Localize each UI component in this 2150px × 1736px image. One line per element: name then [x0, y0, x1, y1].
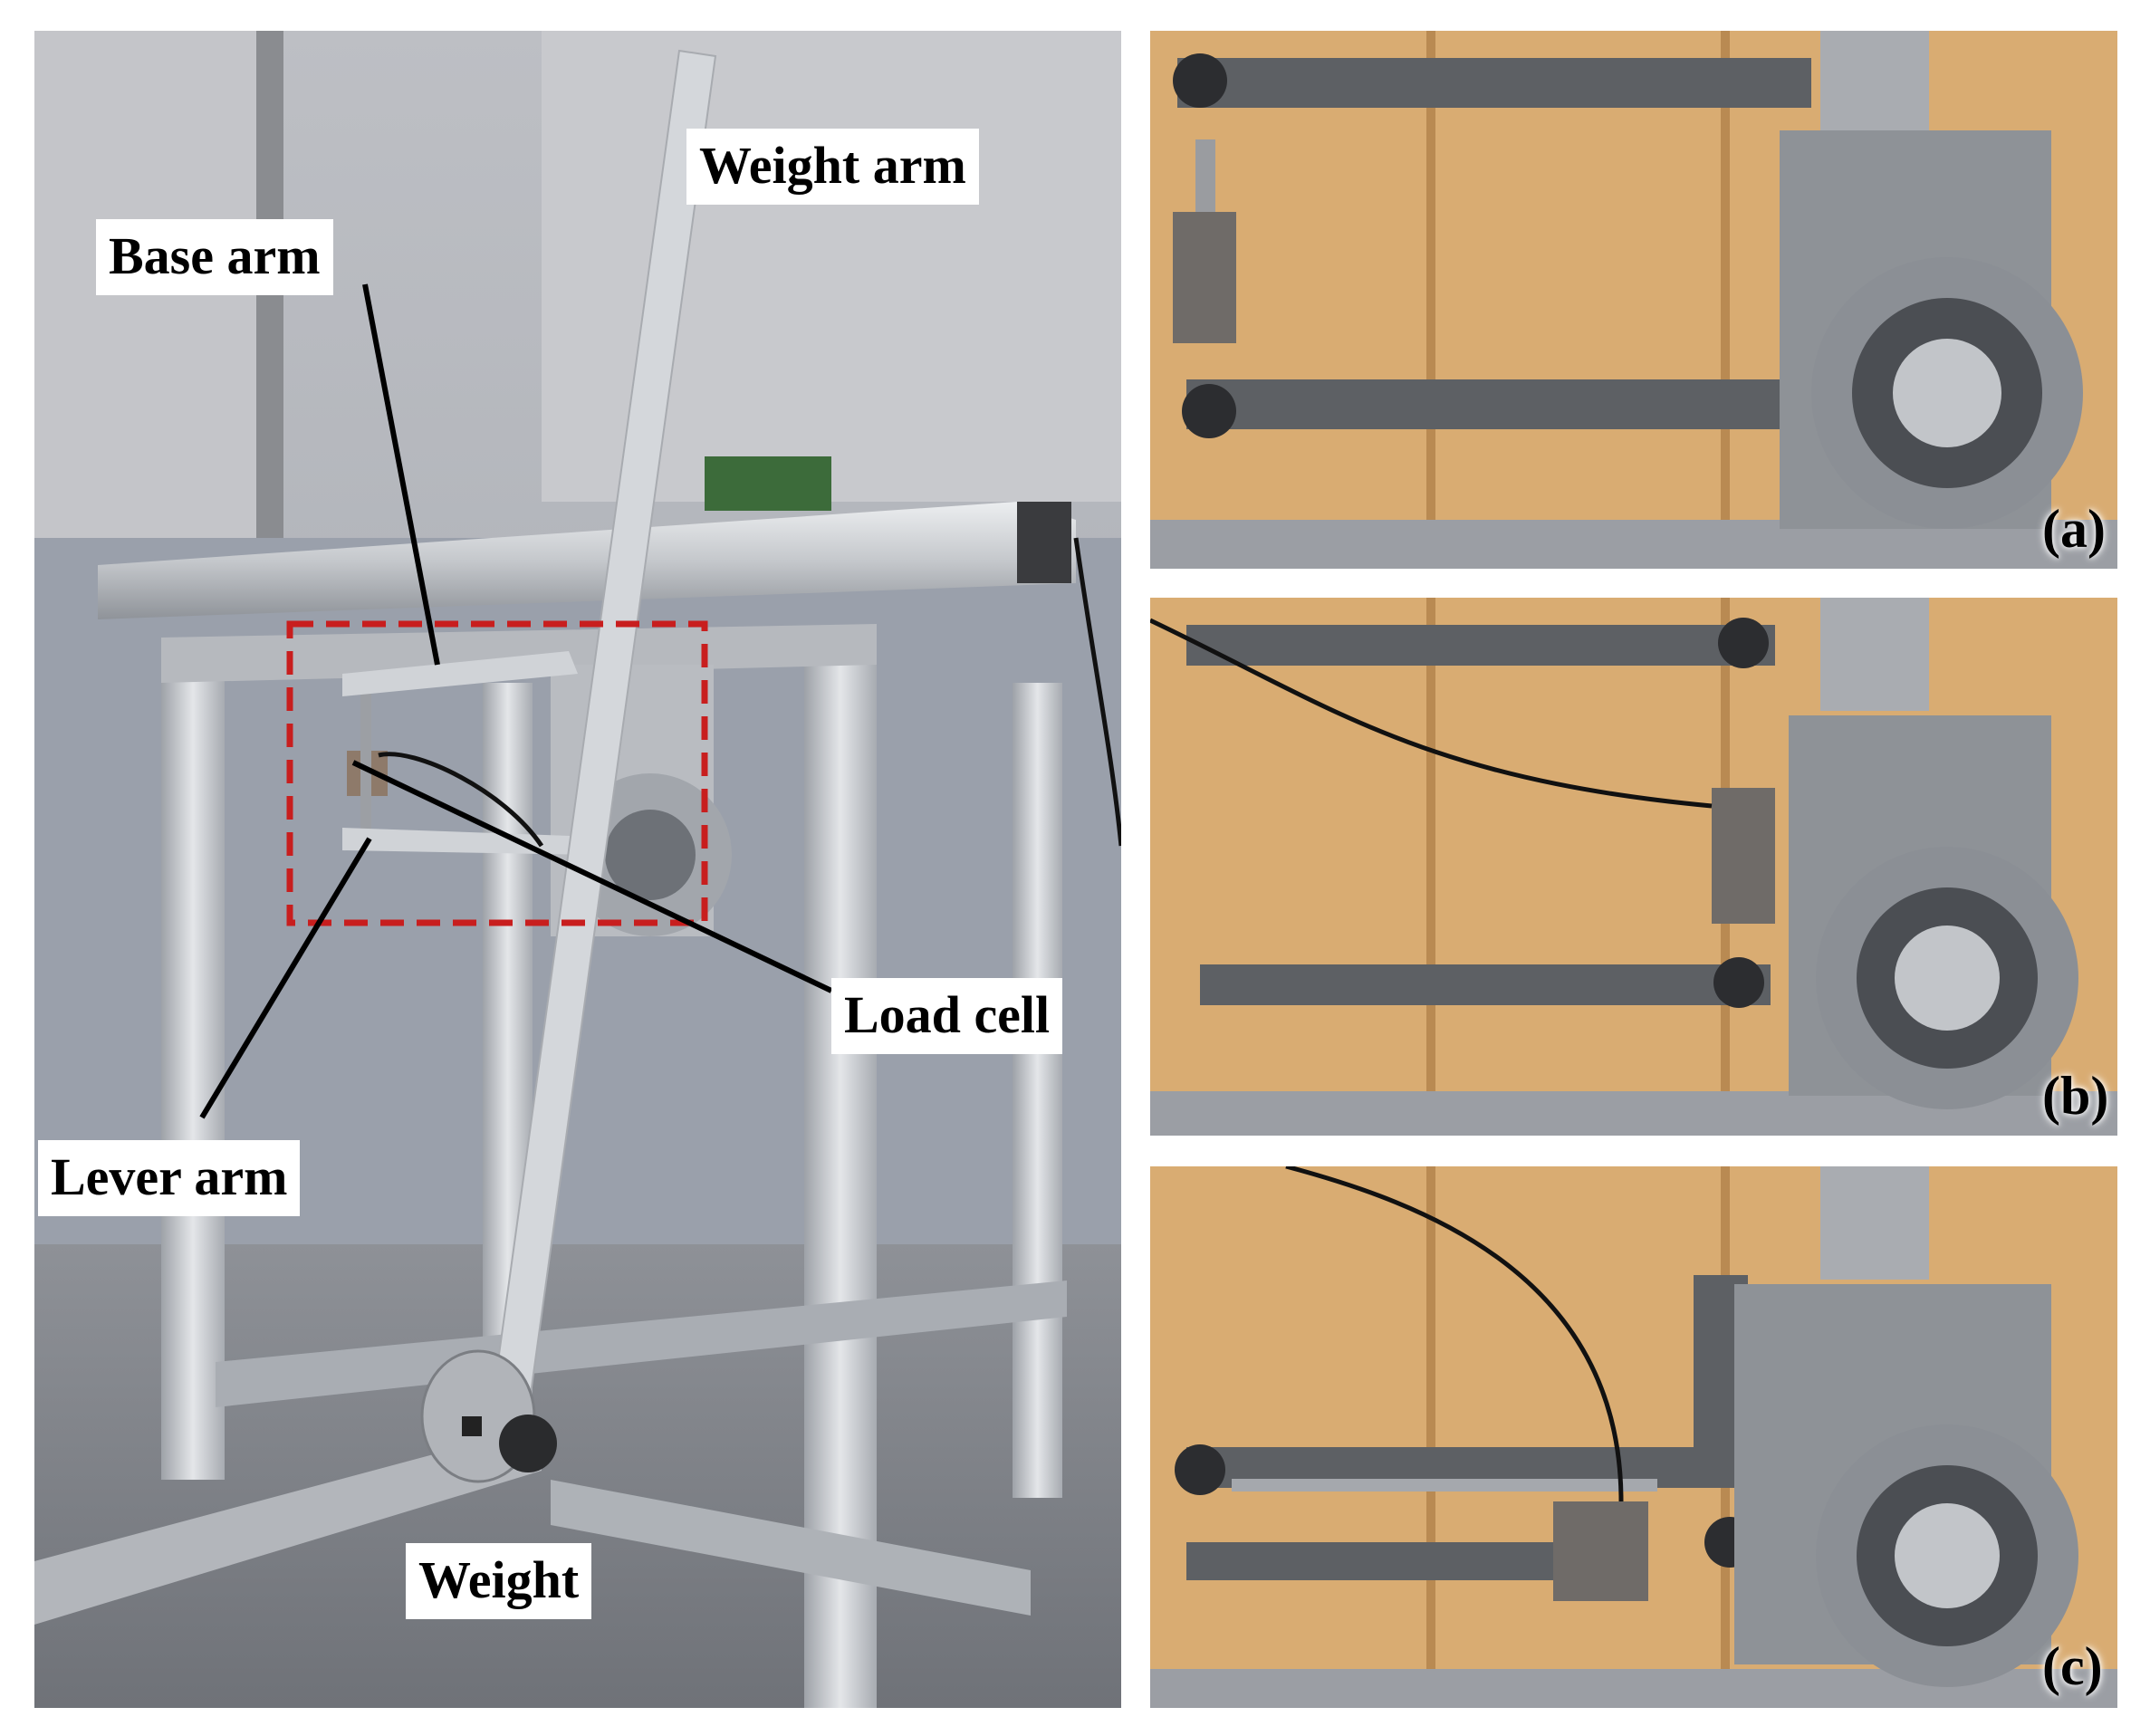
base-arm-label: Base arm — [96, 219, 333, 295]
weight-label: Weight — [406, 1543, 592, 1619]
lever-arm-label: Lever arm — [38, 1140, 301, 1216]
panel-a-photo — [1150, 31, 2117, 569]
highlight-box — [286, 620, 708, 926]
lever-arm-pointer — [199, 837, 372, 1119]
weight-arm-label: Weight arm — [686, 129, 979, 205]
panel-a-tag: (a) — [2042, 499, 2106, 559]
load-cell-label: Load cell — [831, 978, 1063, 1054]
base-arm-pointer — [362, 283, 440, 666]
load-cell-pointer — [351, 760, 833, 993]
panel-c: (c) — [1150, 1166, 2117, 1708]
panel-c-photo — [1150, 1166, 2117, 1708]
panel-b-photo — [1150, 598, 2117, 1136]
main-photo: Weight arm Base arm Load cell Lever arm … — [34, 31, 1121, 1708]
panel-b: (b) — [1150, 598, 2117, 1136]
panel-b-tag: (b) — [2042, 1066, 2109, 1126]
panel-a: (a) — [1150, 31, 2117, 569]
test-rig-photo — [34, 31, 1121, 1708]
panel-c-tag: (c) — [2042, 1636, 2103, 1696]
